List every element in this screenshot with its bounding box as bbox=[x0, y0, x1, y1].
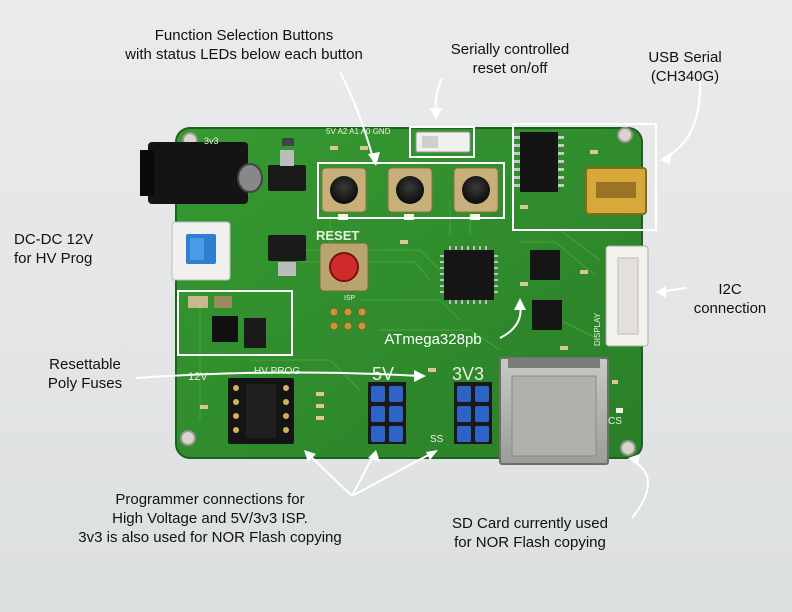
arrow-prog-3 bbox=[351, 451, 435, 497]
label-dcdc-line1: DC-DC 12V bbox=[14, 231, 94, 248]
silk-display: DISPLAY bbox=[593, 312, 602, 346]
box-dcdc bbox=[177, 290, 293, 356]
silk-isp: ISP bbox=[344, 295, 356, 302]
arrow-fuses bbox=[135, 371, 421, 379]
arrow-heads bbox=[304, 108, 672, 466]
head-mcu bbox=[514, 298, 526, 310]
label-atmega: ATmega328pb bbox=[384, 331, 482, 348]
arrow-sd bbox=[631, 459, 649, 519]
highlight-boxes bbox=[177, 123, 657, 356]
silk-top-pins: 5V A2 A1 A0 GND bbox=[326, 127, 391, 136]
ch340g-chip bbox=[514, 132, 564, 192]
silk-3v3-big: 3V3 bbox=[452, 364, 484, 384]
arrow-function-buttons bbox=[339, 71, 375, 163]
dcdc-module bbox=[188, 296, 266, 348]
atmega-chip bbox=[440, 246, 498, 304]
label-programmer: Programmer connections for High Voltage … bbox=[60, 490, 360, 547]
head-prog-1 bbox=[304, 450, 316, 462]
i2c-connector bbox=[605, 245, 649, 347]
hv-prog-socket bbox=[228, 378, 294, 444]
isp-5v-header bbox=[368, 382, 406, 444]
head-i2c bbox=[656, 286, 666, 298]
label-usb-line2: (CH340G) bbox=[650, 68, 720, 85]
head-prog-3 bbox=[426, 450, 438, 460]
label-sd-line1: SD Card currently used bbox=[452, 515, 608, 532]
label-reset-line1: Serially controlled bbox=[450, 41, 570, 58]
label-fuses: Resettable Poly Fuses bbox=[30, 355, 140, 393]
silk-3v3: 3v3 bbox=[204, 136, 219, 146]
head-function-buttons bbox=[368, 152, 380, 166]
label-function-buttons-line1: Function Selection Buttons bbox=[154, 27, 334, 44]
head-fuses bbox=[414, 370, 426, 382]
label-sd-line2: for NOR Flash copying bbox=[454, 534, 606, 551]
label-i2c: I2C connection bbox=[680, 280, 780, 318]
silk-ss: SS bbox=[430, 434, 444, 445]
silk-reset: RESET bbox=[316, 228, 359, 243]
box-reset-switch bbox=[409, 126, 475, 158]
label-usb-serial: USB Serial (CH340G) bbox=[620, 48, 750, 86]
label-usb-line1: USB Serial bbox=[648, 49, 722, 66]
isp-3v3-header bbox=[454, 382, 492, 444]
label-sd-card: SD Card currently used for NOR Flash cop… bbox=[420, 514, 640, 552]
label-programmer-line2: High Voltage and 5V/3v3 ISP. bbox=[112, 510, 308, 527]
label-i2c-line1: I2C bbox=[718, 281, 742, 298]
label-function-buttons-line2: with status LEDs below each button bbox=[125, 46, 363, 63]
sd-card-socket bbox=[499, 357, 609, 465]
head-reset-switch bbox=[430, 108, 442, 120]
annotation-arrows bbox=[135, 71, 702, 519]
slide-switch bbox=[415, 131, 471, 153]
reset-button bbox=[319, 242, 369, 292]
arrow-prog-1 bbox=[307, 453, 353, 497]
label-dcdc: DC-DC 12V for HV Prog bbox=[14, 230, 134, 268]
power-switch bbox=[171, 221, 231, 281]
regulators bbox=[268, 138, 306, 276]
label-programmer-line1: Programmer connections for bbox=[115, 491, 305, 508]
head-prog-2 bbox=[368, 450, 380, 462]
silk-cs: CS bbox=[608, 416, 622, 427]
smd-parts bbox=[200, 146, 618, 420]
label-dcdc-line2: for HV Prog bbox=[14, 250, 93, 267]
label-i2c-line2: connection bbox=[693, 300, 767, 317]
label-reset-switch: Serially controlled reset on/off bbox=[420, 40, 600, 78]
label-function-buttons: Function Selection Buttons with status L… bbox=[94, 26, 394, 64]
function-buttons bbox=[321, 167, 499, 213]
head-sd bbox=[628, 454, 640, 466]
label-programmer-line3: 3v3 is also used for NOR Flash copying bbox=[78, 529, 342, 546]
arrow-usb bbox=[663, 77, 702, 159]
box-function-buttons bbox=[317, 162, 505, 219]
label-fuses-line2: Poly Fuses bbox=[47, 375, 123, 392]
isp-header bbox=[329, 307, 367, 331]
level-shifter-chips bbox=[530, 250, 562, 330]
arrow-prog-2 bbox=[351, 453, 375, 497]
label-reset-line2: reset on/off bbox=[472, 60, 548, 77]
mini-usb-connector bbox=[585, 167, 647, 215]
silk-hv-prog: HV PROG bbox=[254, 366, 300, 377]
box-usb bbox=[512, 123, 657, 231]
dc-barrel-jack bbox=[140, 142, 263, 204]
silk-12v: 12V bbox=[188, 371, 208, 383]
head-usb bbox=[660, 152, 672, 164]
label-fuses-line1: Resettable bbox=[49, 356, 121, 373]
